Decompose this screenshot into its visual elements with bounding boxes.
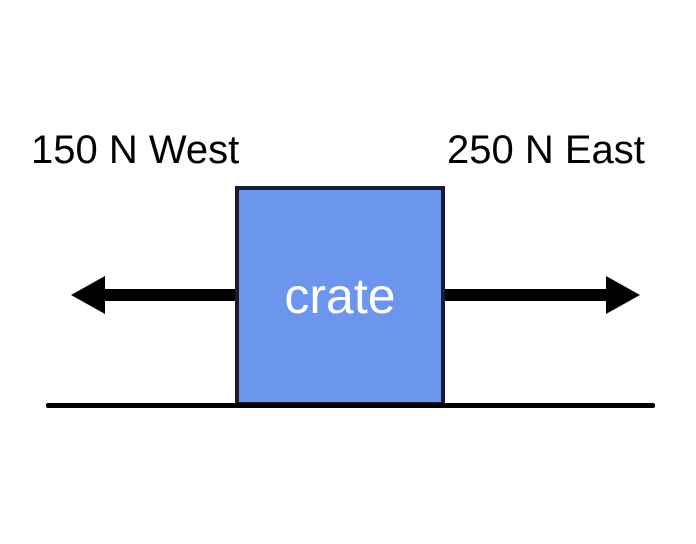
east-arrowhead-icon [606, 276, 640, 314]
ground-line [46, 403, 655, 408]
east-force-label: 250 N East [447, 128, 645, 172]
west-force-arrow [98, 289, 235, 301]
west-force-label: 150 N West [31, 128, 240, 172]
crate-label: crate [284, 268, 396, 324]
crate-box: crate [235, 186, 445, 406]
east-force-arrow [445, 289, 610, 301]
